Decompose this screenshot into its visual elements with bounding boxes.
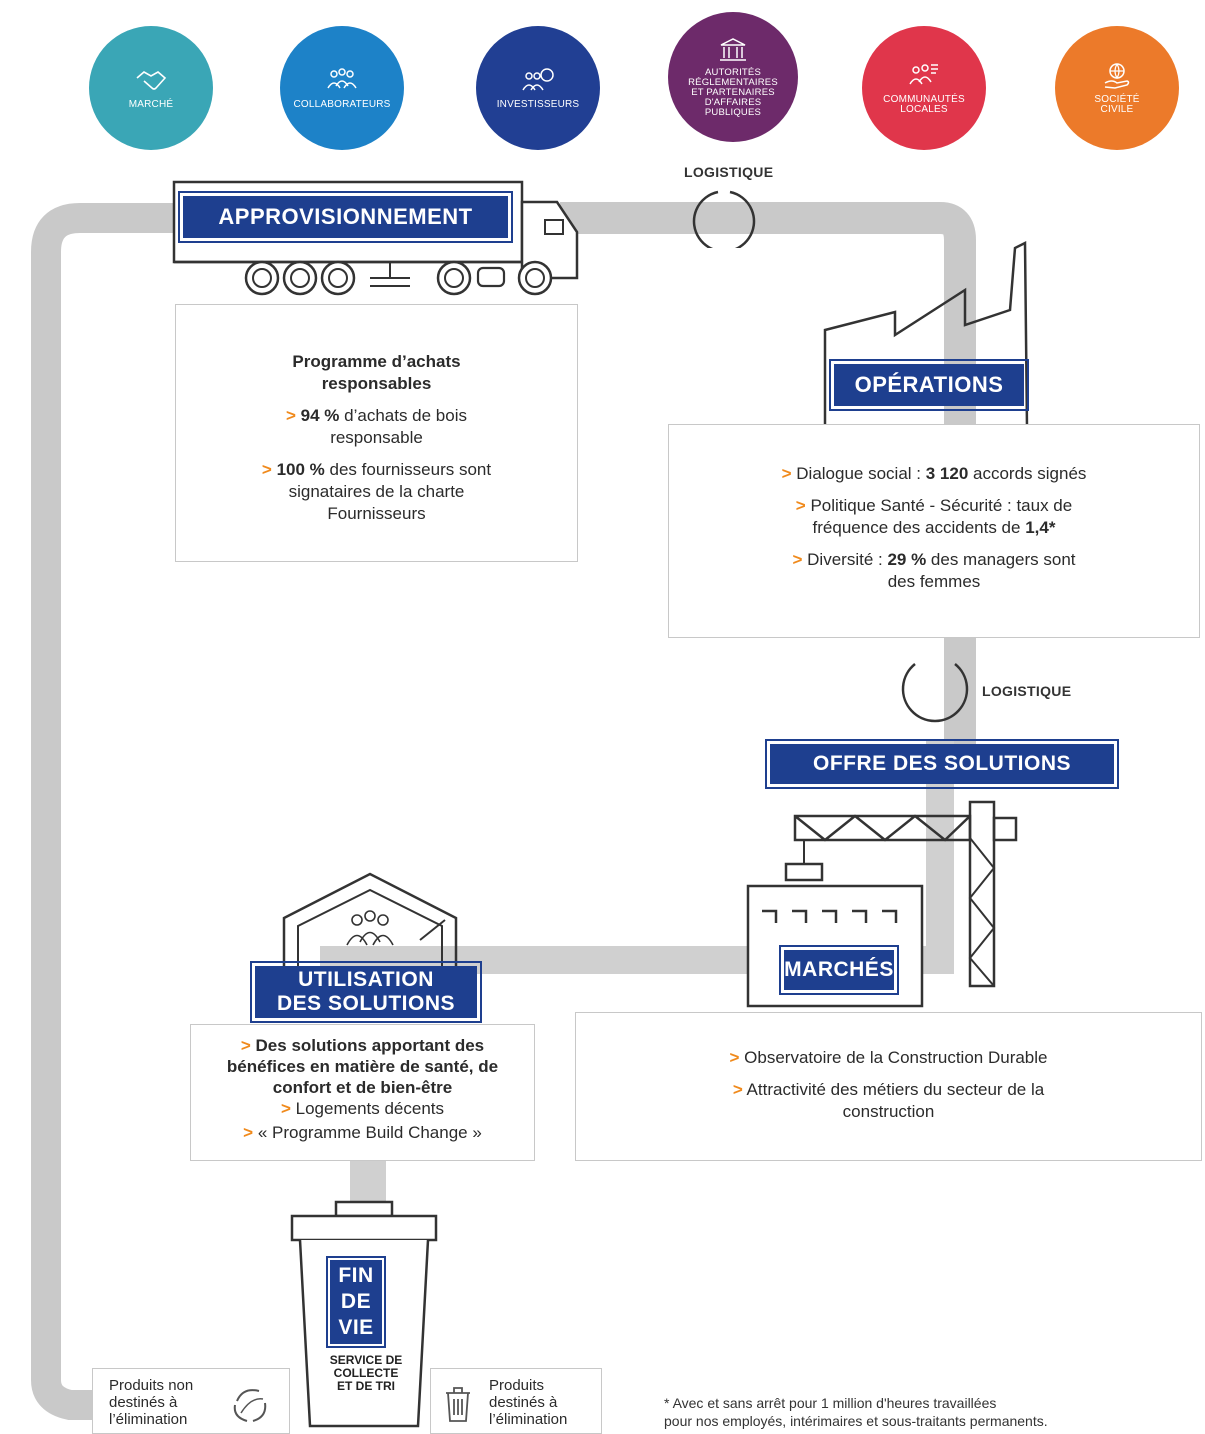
produits-non-elimination-box: Produits non destinés à l’élimination — [92, 1368, 290, 1434]
text: des managers sont des femmes — [887, 550, 1076, 591]
people-group-icon — [327, 68, 357, 89]
arrow-marker: > — [240, 1036, 251, 1055]
offre-title: OFFRE DES SOLUTIONS — [765, 739, 1119, 789]
stakeholder-label: SOCIÉTÉ CIVILE — [1094, 94, 1140, 115]
arrow-marker: > — [792, 550, 803, 569]
handshake-icon — [136, 71, 167, 90]
stakeholder-collaborateurs: COLLABORATEURS — [280, 26, 404, 150]
approvisionnement-item-1: > 94 % d’achats de bois responsable — [176, 405, 577, 449]
collecte-line1: SERVICE DE — [329, 1353, 403, 1367]
text: des fournisseurs sont signataires de la … — [288, 460, 492, 523]
arrow-marker: > — [795, 496, 806, 515]
stakeholder-label: AUTORITÉS RÉGLEMENTAIRES ET PARTENAIRES … — [688, 67, 778, 118]
arrow-marker: > — [280, 1099, 291, 1118]
utilisation-item-2: > Logements décents — [191, 1098, 534, 1120]
factory-icon — [823, 240, 1029, 429]
fin-de-vie-line1: FIN — [338, 1264, 374, 1287]
arrow-marker: > — [285, 406, 296, 425]
stakeholder-autorites: AUTORITÉS RÉGLEMENTAIRES ET PARTENAIRES … — [668, 12, 798, 142]
footnote-line1: * Avec et sans arrêt pour 1 million d'he… — [664, 1395, 997, 1411]
arrow-marker: > — [243, 1123, 254, 1142]
collecte-line3: ET DE TRI — [336, 1379, 395, 1393]
operations-item-3: > Diversité : 29 % des managers sont des… — [669, 549, 1199, 593]
approvisionnement-box: Programme d’achats responsables > 94 % d… — [175, 304, 578, 562]
marches-item-2: > Attractivité des métiers du secteur de… — [576, 1079, 1201, 1123]
footnote: * Avec et sans arrêt pour 1 million d'he… — [664, 1394, 1048, 1430]
house-icon — [282, 872, 458, 988]
value: 3 120 — [925, 464, 969, 483]
marches-item-1: > Observatoire de la Construction Durabl… — [576, 1047, 1201, 1069]
operations-title: OPÉRATIONS — [829, 359, 1029, 411]
approvisionnement-heading: Programme d’achats responsables — [292, 352, 461, 393]
collecte-label: SERVICE DE COLLECTE ET DE TRI — [304, 1354, 428, 1393]
stakeholder-label: COLLABORATEURS — [293, 99, 391, 110]
recycle-icon — [233, 1389, 267, 1422]
value: 1,4* — [1025, 518, 1056, 537]
globe-hand-icon — [1104, 63, 1130, 89]
fin-de-vie-title: FIN DE VIE — [326, 1256, 386, 1348]
text: accords signés — [968, 464, 1087, 483]
trash-icon — [446, 1387, 470, 1422]
stakeholder-communautes: COMMUNAUTÉS LOCALES — [862, 26, 986, 150]
arrow-marker: > — [729, 1048, 740, 1067]
community-icon — [909, 64, 938, 85]
operations-box: > Dialogue social : 3 120 accords signés… — [668, 424, 1200, 638]
logistics-label-top: LOGISTIQUE — [684, 164, 774, 180]
stakeholder-label: COMMUNAUTÉS LOCALES — [883, 94, 965, 115]
text: Attractivité des métiers du secteur de l… — [746, 1080, 1045, 1121]
government-building-icon — [720, 38, 746, 61]
text: « Programme Build Change » — [257, 1123, 482, 1142]
logistics-icon-right — [901, 663, 969, 723]
logistics-label-right: LOGISTIQUE — [982, 683, 1072, 699]
logistics-icon-top — [692, 190, 756, 248]
arrow-marker: > — [732, 1080, 743, 1099]
utilisation-item-1: > Des solutions apportant des bénéfices … — [191, 1035, 534, 1098]
footnote-line2: pour nos employés, intérimaires et sous-… — [664, 1413, 1048, 1429]
stakeholder-marche: MARCHÉ — [89, 26, 213, 150]
text: Des solutions apportant des bénéfices en… — [226, 1036, 499, 1097]
utilisation-title-line1: UTILISATION — [298, 968, 434, 991]
arrow-marker: > — [261, 460, 272, 479]
operations-item-1: > Dialogue social : 3 120 accords signés — [669, 463, 1199, 485]
utilisation-title: UTILISATION DES SOLUTIONS — [250, 961, 482, 1023]
value: 29 % — [887, 550, 927, 569]
produits-non-elimination-text: Produits non destinés à l’élimination — [109, 1377, 194, 1428]
marches-box: > Observatoire de la Construction Durabl… — [575, 1012, 1202, 1161]
approvisionnement-title: APPROVISIONNEMENT — [178, 191, 513, 243]
fin-de-vie-line2: DE — [340, 1290, 372, 1313]
approvisionnement-item-2: > 100 % des fournisseurs sont signataire… — [176, 459, 577, 525]
fin-de-vie-line3: VIE — [338, 1316, 374, 1339]
text: Observatoire de la Construction Durable — [744, 1048, 1048, 1067]
arrow-marker: > — [781, 464, 792, 483]
stakeholder-societe-civile: SOCIÉTÉ CIVILE — [1055, 26, 1179, 150]
utilisation-title-line2: DES SOLUTIONS — [276, 992, 456, 1015]
investors-icon — [522, 68, 554, 91]
utilisation-box: > Des solutions apportant des bénéfices … — [190, 1024, 535, 1161]
operations-item-2: > Politique Santé - Sécurité : taux de f… — [669, 495, 1199, 539]
text: Diversité : — [807, 550, 888, 569]
produits-elimination-box: Produits destinés à l’élimination — [430, 1368, 602, 1434]
marches-title: MARCHÉS — [779, 945, 899, 995]
stakeholder-label: MARCHÉ — [128, 99, 174, 110]
produits-elimination-text: Produits destinés à l’élimination — [489, 1377, 568, 1428]
value: 100 % — [276, 460, 325, 479]
truck-icon — [172, 180, 579, 296]
value: 94 % — [300, 406, 340, 425]
stakeholder-investisseurs: INVESTISSEURS — [476, 26, 600, 150]
stakeholder-label: INVESTISSEURS — [496, 99, 580, 110]
collecte-line2: COLLECTE — [333, 1366, 399, 1380]
text: Politique Santé - Sécurité : taux de fré… — [810, 496, 1073, 537]
text: Dialogue social : — [796, 464, 926, 483]
text: d’achats de bois responsable — [330, 406, 467, 447]
utilisation-item-3: > « Programme Build Change » — [191, 1120, 534, 1146]
text: Logements décents — [295, 1099, 445, 1118]
